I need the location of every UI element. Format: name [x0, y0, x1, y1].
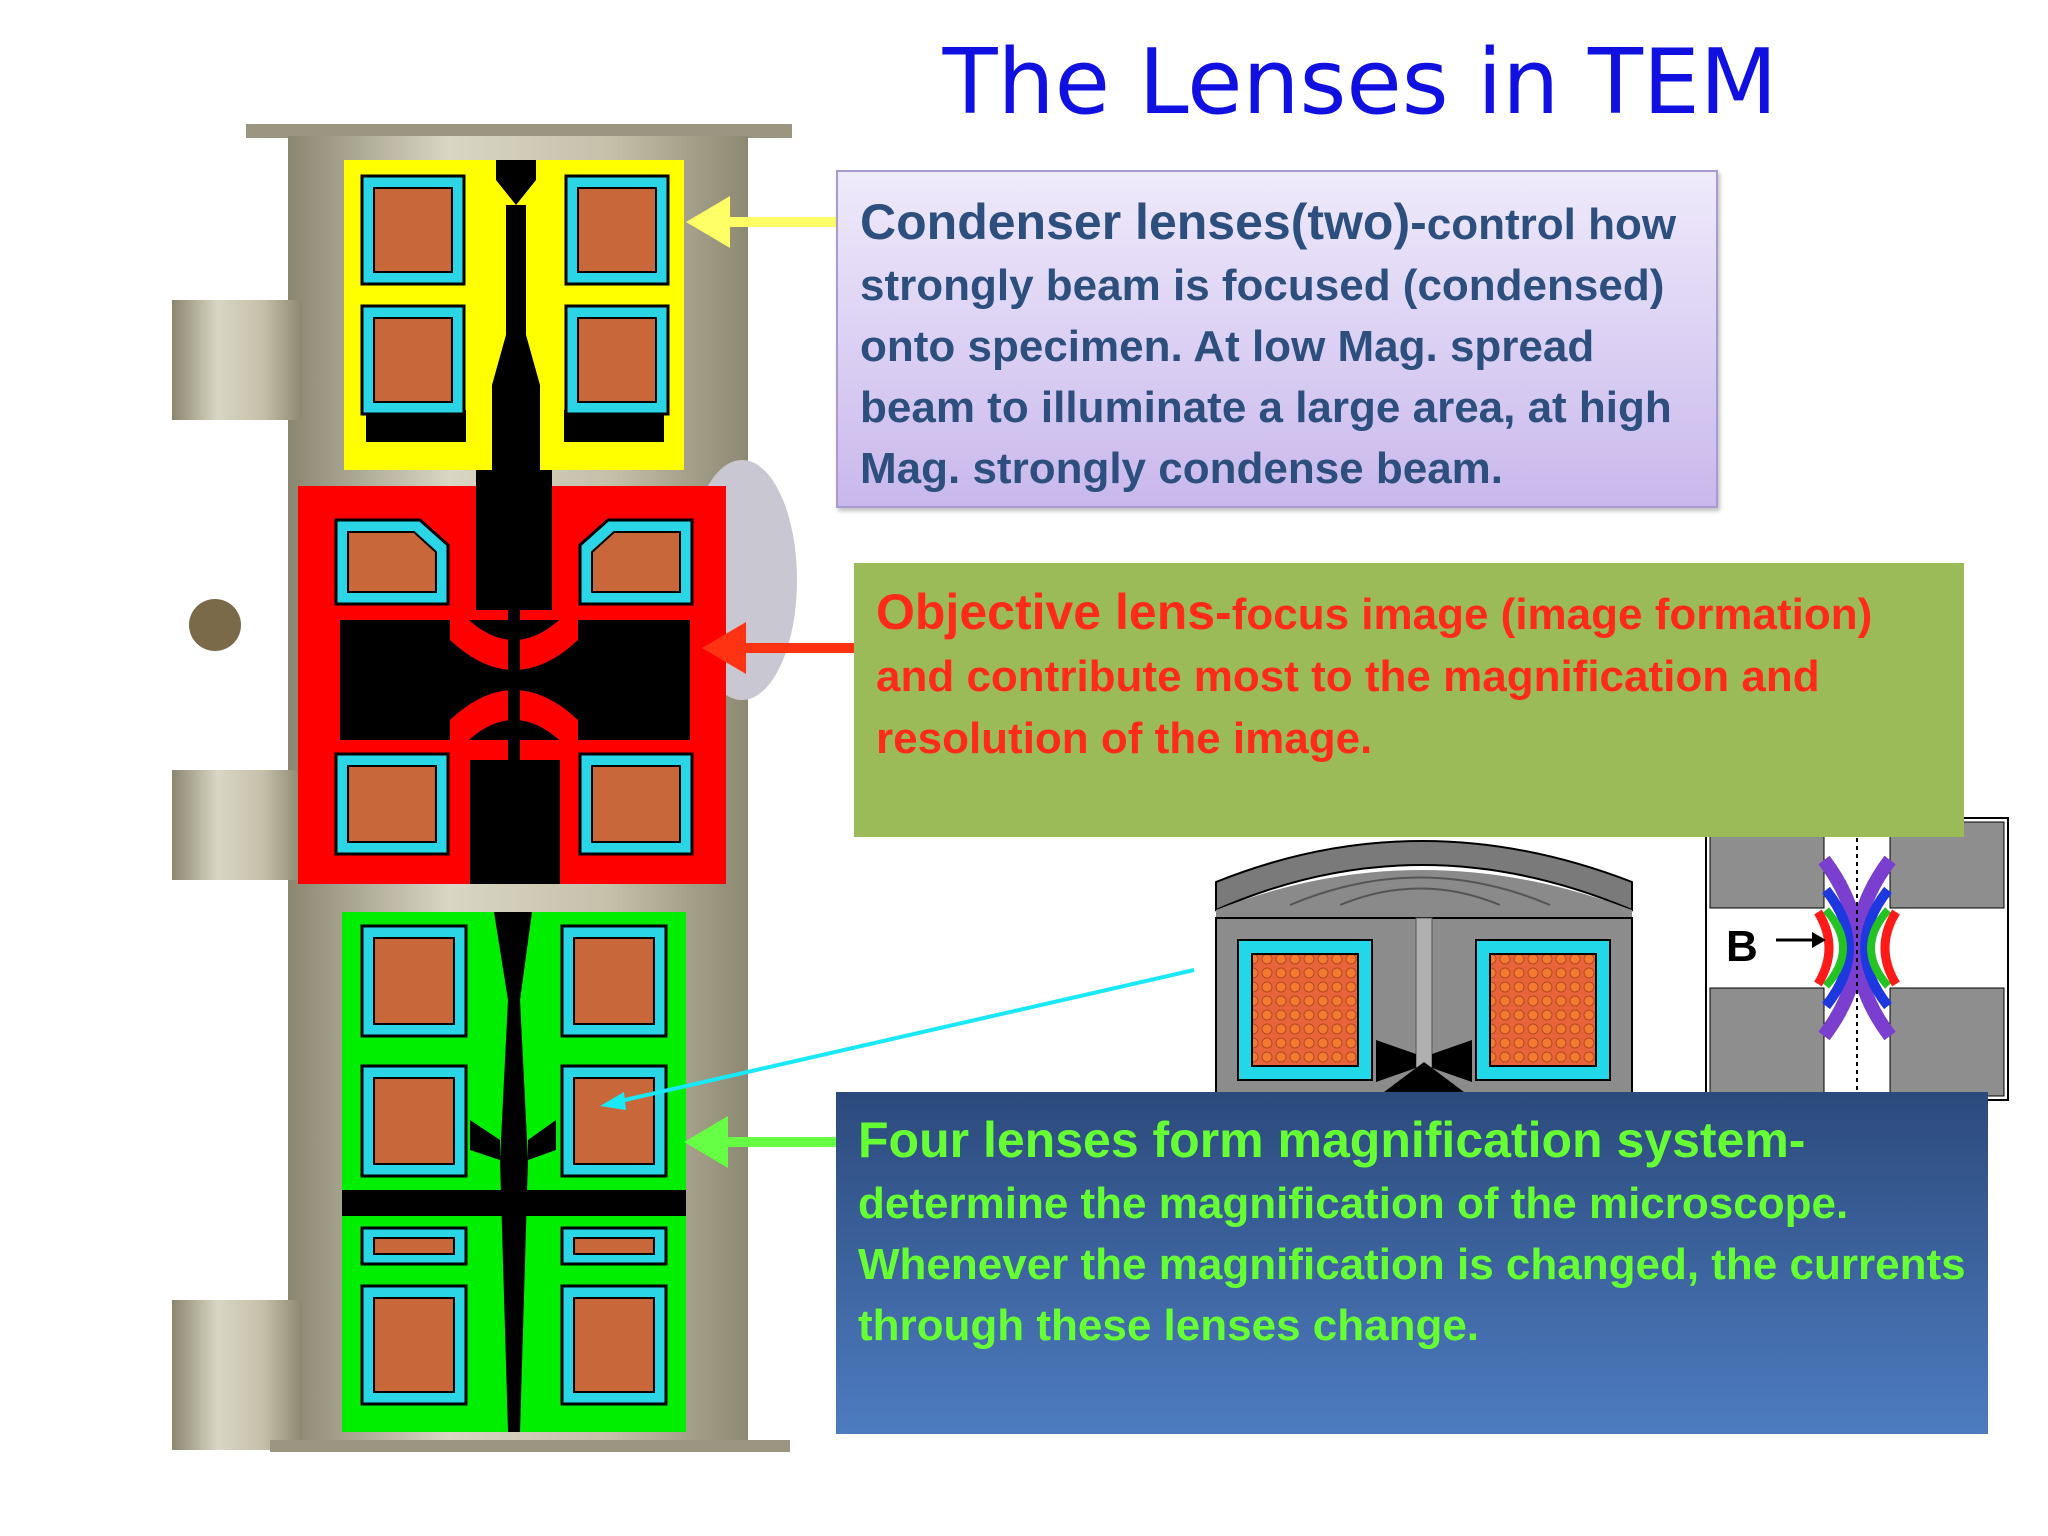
magnetic-field-diagram: [1705, 817, 2009, 1101]
slide-title: The Lenses in TEM: [942, 30, 1778, 135]
lens-detail-pointer: [600, 968, 1195, 1110]
condenser-description: Condenser lenses(two)-control how strong…: [836, 170, 1718, 508]
objective-description: Objective lens-focus image (image format…: [854, 563, 1964, 837]
magnification-description: Four lenses form magnification system-de…: [836, 1092, 1988, 1434]
objective-lead: Objective lens-: [876, 584, 1232, 640]
magnification-body: determine the magnification of the micro…: [858, 1179, 1966, 1350]
magnification-arrow: [684, 1116, 836, 1168]
condenser-lead: Condenser lenses(two)-: [860, 194, 1427, 250]
magnification-lead: Four lenses form magnification system-: [858, 1112, 1806, 1168]
lens-cross-section: [1215, 840, 1633, 1099]
objective-lens-block: [298, 470, 726, 884]
projector-lens-block: [342, 912, 686, 1432]
objective-body: focus image (image formation) and contri…: [876, 590, 1873, 763]
condenser-lens-block: [344, 160, 684, 470]
condenser-body: control how strongly beam is focused (co…: [860, 200, 1677, 493]
objective-arrow: [702, 622, 854, 674]
condenser-arrow: [686, 196, 836, 248]
field-label: B: [1726, 922, 1758, 971]
